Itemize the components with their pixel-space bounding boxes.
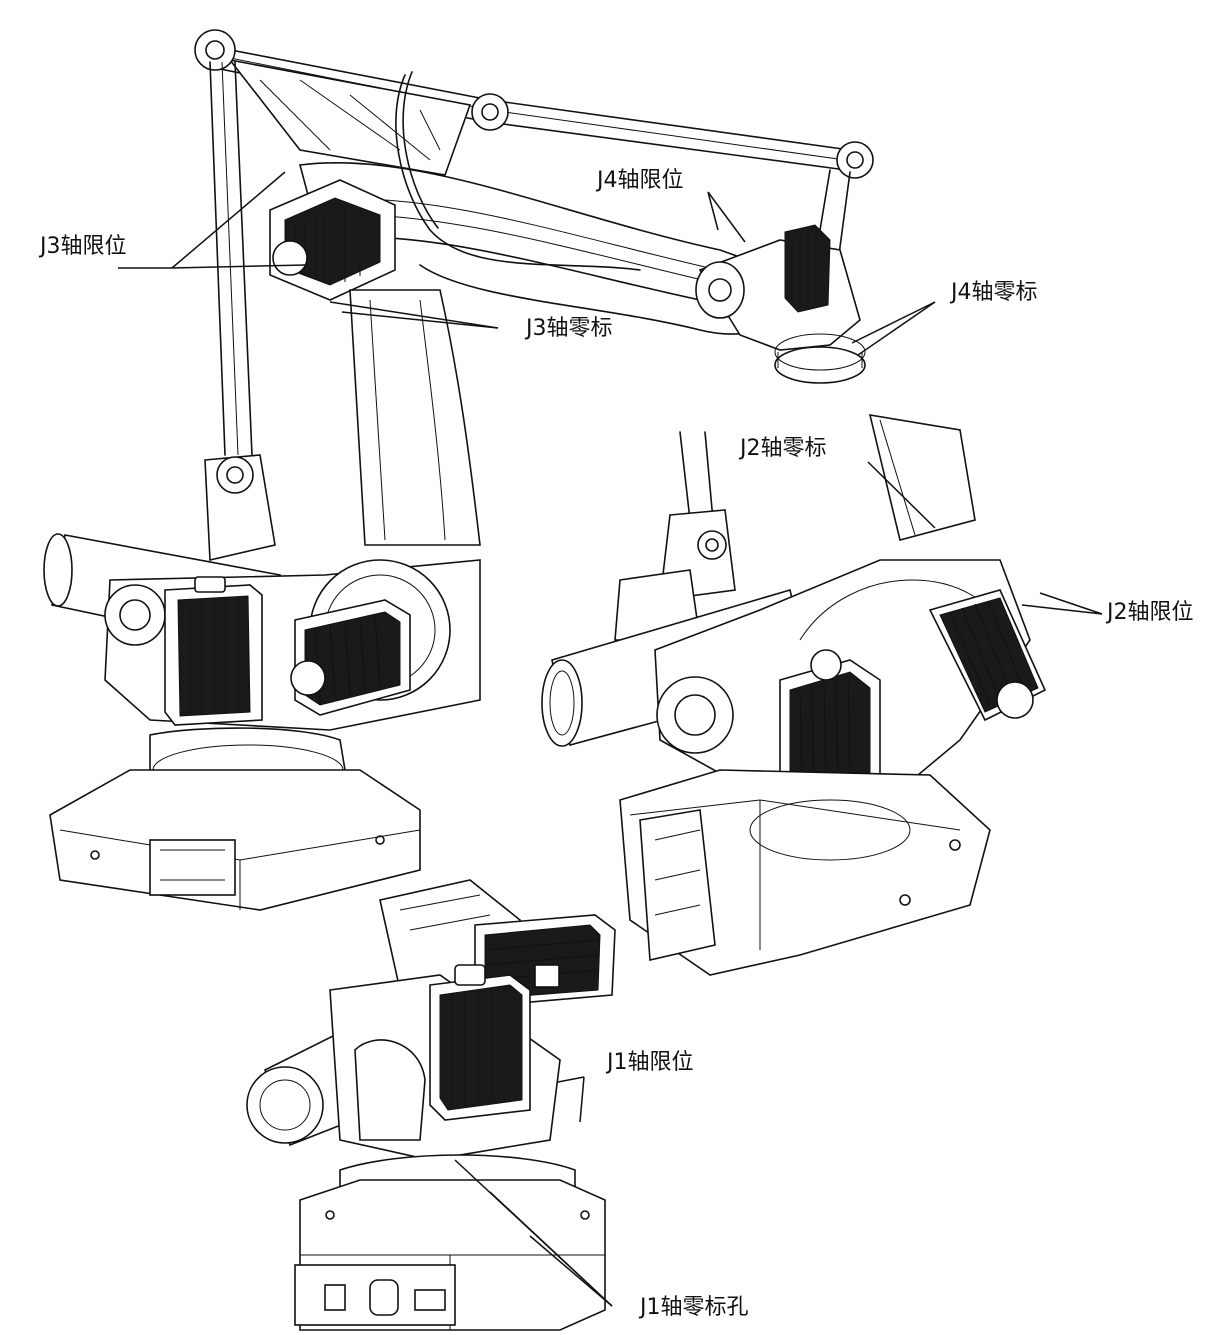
label-j4-limit: J4轴限位 [597, 168, 684, 193]
label-j2-zero: J2轴零标 [740, 436, 827, 461]
robot-view-j1 [246, 879, 616, 1331]
robot-view-full [43, 29, 874, 911]
label-j1-zero-hole: J1轴零标孔 [640, 1295, 749, 1320]
label-j4-zero: J4轴零标 [951, 280, 1038, 305]
label-j2-limit: J2轴限位 [1107, 600, 1194, 625]
label-j3-limit: J3轴限位 [40, 234, 127, 259]
leader-lines [118, 171, 1103, 1307]
robot-view-j2 [541, 414, 1047, 976]
label-j1-limit: J1轴限位 [607, 1050, 694, 1075]
label-j3-zero: J3轴零标 [526, 316, 613, 341]
